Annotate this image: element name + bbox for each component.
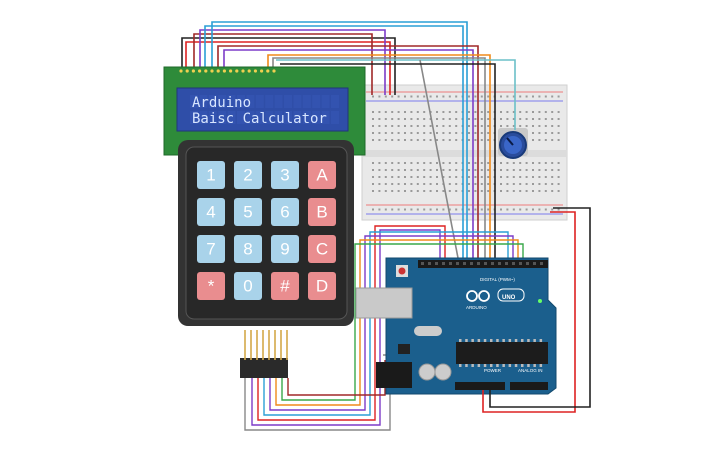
wires-keypad bbox=[244, 225, 524, 431]
keypad-key-*[interactable]: * bbox=[197, 272, 225, 300]
keypad-key-8[interactable]: 8 bbox=[234, 235, 262, 263]
keypad-key-6[interactable]: 6 bbox=[271, 198, 299, 226]
keypad-key-3[interactable]: 3 bbox=[271, 161, 299, 189]
keypad-key-label: A bbox=[316, 166, 328, 185]
wires-top bbox=[181, 21, 516, 259]
keypad-key-B[interactable]: B bbox=[308, 198, 336, 226]
arduino-model: UNO bbox=[502, 295, 516, 301]
keypad-key-label: 4 bbox=[206, 203, 215, 222]
keypad-key-label: 5 bbox=[243, 203, 252, 222]
lcd-line-2: Baisc Calculator bbox=[192, 111, 327, 127]
analog-label: ANALOG IN bbox=[518, 368, 543, 373]
keypad-key-label: # bbox=[280, 277, 290, 296]
keypad-key-7[interactable]: 7 bbox=[197, 235, 225, 263]
keypad-key-2[interactable]: 2 bbox=[234, 161, 262, 189]
keypad-key-4[interactable]: 4 bbox=[197, 198, 225, 226]
keypad-key-label: 7 bbox=[206, 240, 215, 259]
keypad-key-label: 9 bbox=[280, 240, 289, 259]
keypad-key-label: 3 bbox=[280, 166, 289, 185]
keypad-key-label: * bbox=[208, 277, 215, 296]
keypad-key-label: D bbox=[316, 277, 328, 296]
power-label: POWER bbox=[484, 368, 502, 373]
keypad-key-label: 8 bbox=[243, 240, 252, 259]
keypad-key-label: C bbox=[316, 240, 328, 259]
arduino-uno[interactable]: DIGITAL (PWM~) ARDUINO UNO POWER ANALOG … bbox=[355, 257, 557, 395]
keypad-key-1[interactable]: 1 bbox=[197, 161, 225, 189]
keypad-key-label: 0 bbox=[243, 277, 252, 296]
wires-power bbox=[482, 207, 591, 413]
keypad-key-0[interactable]: 0 bbox=[234, 272, 262, 300]
keypad-key-label: 6 bbox=[280, 203, 289, 222]
keypad-key-#[interactable]: # bbox=[271, 272, 299, 300]
digital-label: DIGITAL (PWM~) bbox=[480, 277, 515, 282]
keypad-key-C[interactable]: C bbox=[308, 235, 336, 263]
potentiometer[interactable] bbox=[498, 128, 528, 159]
keypad: 1 2 3 A 4 5 6 B 7 8 9 C * 0 # D bbox=[178, 140, 354, 378]
lcd-line-1: Arduino bbox=[192, 95, 251, 111]
keypad-key-A[interactable]: A bbox=[308, 161, 336, 189]
breadboard[interactable] bbox=[361, 84, 568, 221]
keypad-key-label: 2 bbox=[243, 166, 252, 185]
keypad-key-9[interactable]: 9 bbox=[271, 235, 299, 263]
arduino-logo-icon bbox=[466, 290, 490, 302]
keypad-key-D[interactable]: D bbox=[308, 272, 336, 300]
arduino-brand: ARDUINO bbox=[466, 305, 487, 310]
keypad-key-label: B bbox=[316, 203, 327, 222]
keypad-key-5[interactable]: 5 bbox=[234, 198, 262, 226]
keypad-key-label: 1 bbox=[206, 166, 215, 185]
